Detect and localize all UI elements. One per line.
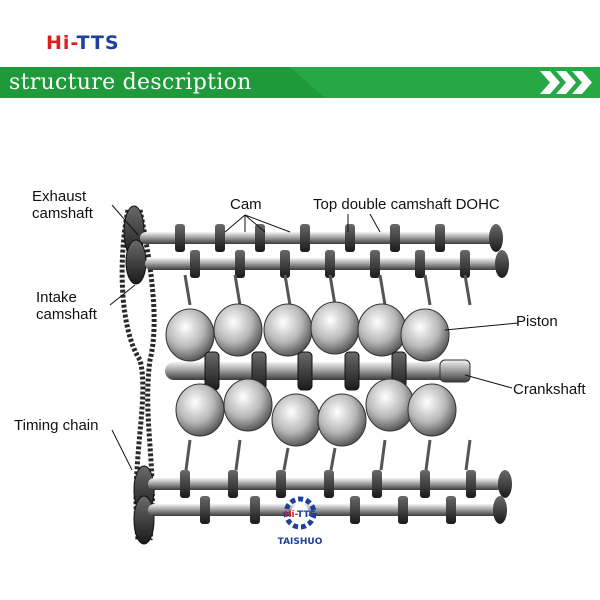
sprockets bbox=[123, 205, 155, 545]
lower-valves bbox=[184, 439, 472, 471]
logo-tts-text: TTS bbox=[76, 32, 120, 54]
brand-logo: Hi-TTS bbox=[46, 32, 120, 54]
watermark-logo-hi: Hi- bbox=[284, 510, 299, 520]
banner-title: structure description bbox=[9, 70, 252, 95]
svg-text:Hi-TTS: Hi-TTS bbox=[284, 510, 316, 520]
upper-pistons bbox=[165, 301, 450, 362]
watermark-logo: Hi-TTS TAISHUO bbox=[268, 495, 332, 547]
section-banner bbox=[0, 67, 600, 98]
upper-valves bbox=[183, 274, 472, 306]
lower-camshafts bbox=[148, 470, 512, 524]
watermark-logo-tts: TTS bbox=[297, 510, 316, 520]
label-timing-chain: Timing chain bbox=[14, 417, 99, 434]
leader-lines bbox=[109, 204, 519, 471]
gear-icon: Hi-TTS bbox=[283, 496, 317, 530]
watermark-text: TAISHUO bbox=[277, 537, 323, 547]
crankshaft bbox=[165, 351, 471, 391]
label-piston: Piston bbox=[516, 313, 558, 330]
label-crankshaft: Crankshaft bbox=[513, 381, 586, 398]
label-top-double-camshaft: Top double camshaft DOHC bbox=[313, 196, 500, 213]
label-cam: Cam bbox=[230, 196, 262, 213]
upper-camshafts bbox=[140, 224, 509, 278]
label-intake-camshaft: Intake camshaft bbox=[36, 289, 97, 323]
logo-hi-text: Hi- bbox=[46, 32, 77, 54]
lower-pistons bbox=[175, 378, 457, 447]
label-exhaust-camshaft: Exhaust camshaft bbox=[32, 188, 93, 222]
chevrons-icon bbox=[540, 71, 592, 94]
